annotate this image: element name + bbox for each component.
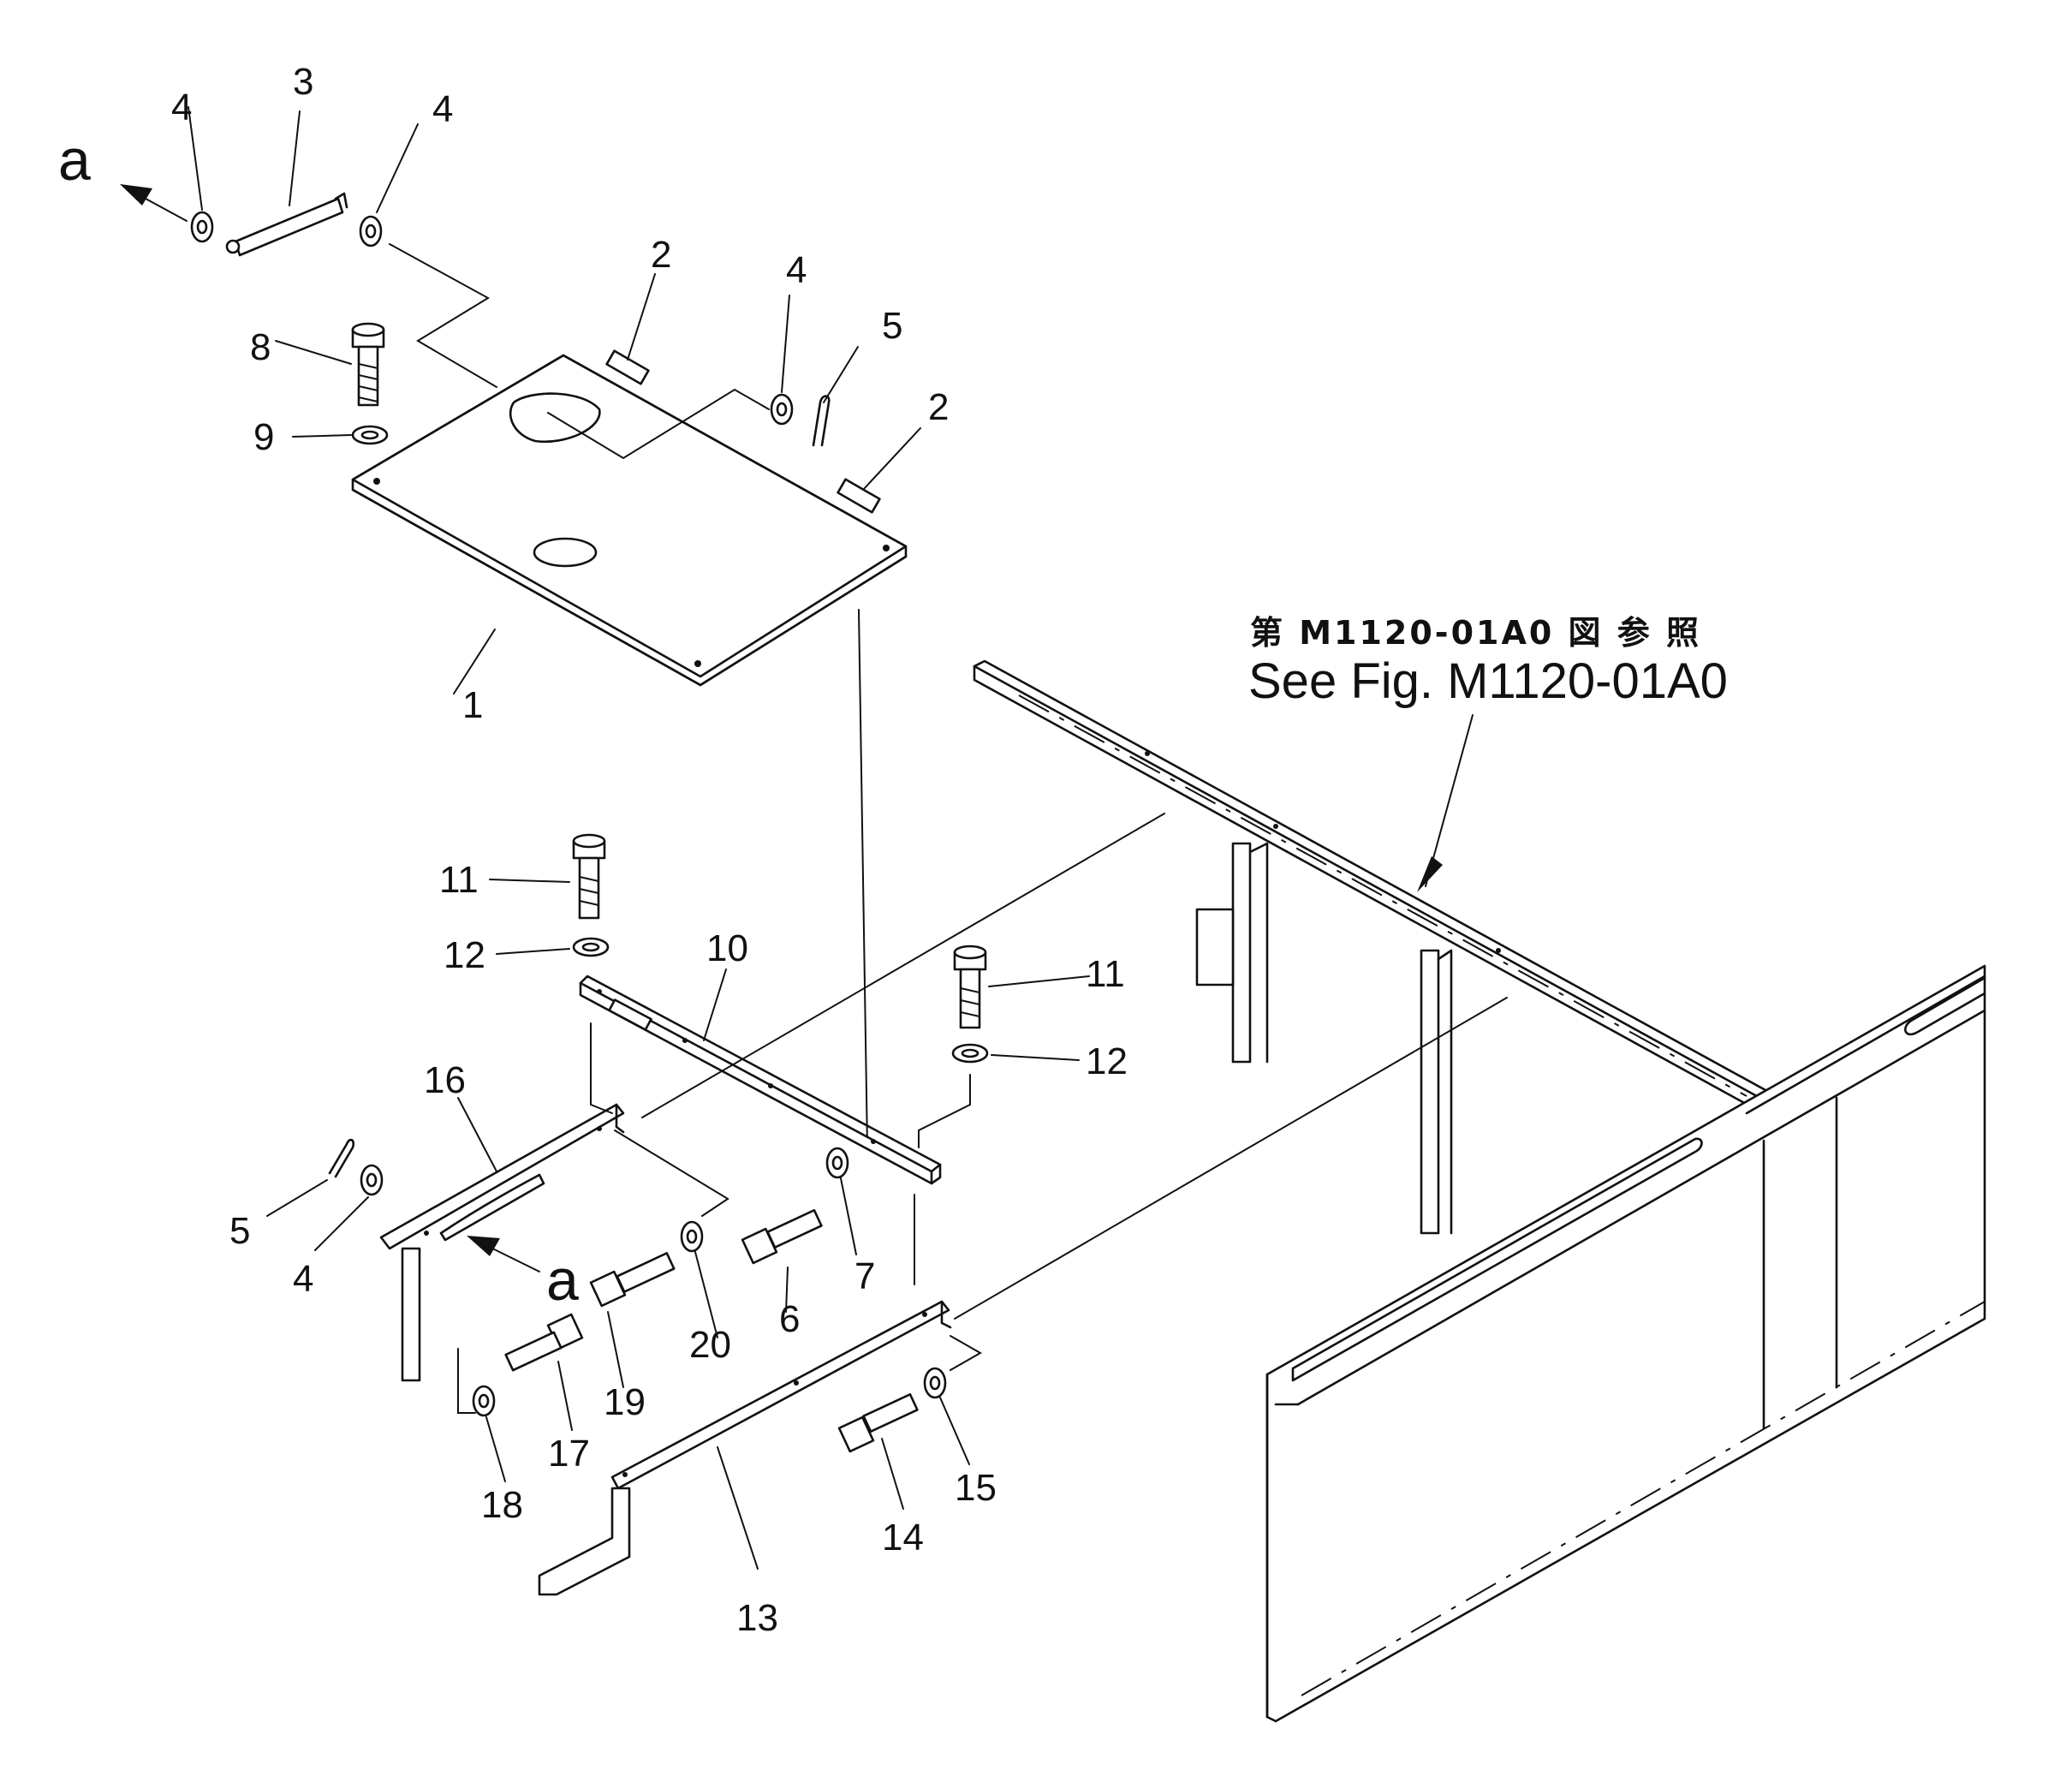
callout-16: 16 [424,1059,466,1101]
bolt-11-right [953,945,987,1029]
cotter-pin-5-upper [812,395,831,447]
bracket-10 [579,974,942,1185]
callout-12-right: 12 [1086,1040,1128,1082]
washer-20-hole [686,1229,698,1244]
washer-18-hole [478,1393,490,1409]
callout-9: 9 [253,416,274,458]
reference-arrowhead [1417,856,1443,892]
bolt-14 [837,1392,919,1453]
assembly-line-c [614,1129,729,1217]
callout-12-left: 12 [444,934,485,976]
reference-note-japanese: 第 M1120-01A0 図 参 照 [1250,614,1701,652]
cotter-pin-5-lower [328,1138,354,1178]
side-panel [1265,964,1986,1723]
washer-12-right-hole [961,1048,979,1058]
bolt-19 [589,1252,676,1308]
washer-4-top-right-hole [365,224,377,239]
callout-14: 14 [882,1517,924,1559]
callout-8: 8 [250,326,271,368]
frame-vertical-post-right [1420,949,1453,1235]
hinge-pin-upper [605,349,650,385]
washer-12-left-hole [581,942,600,952]
leader-lines [188,106,1474,1570]
washer-7-hole [831,1155,843,1171]
callout-4-lower: 4 [293,1258,313,1300]
frame-vertical-post-left [1195,842,1269,1064]
view-mark-a-bottom: a [546,1248,579,1313]
callout-4-top-right: 4 [432,88,453,130]
frame-connection-line-2 [954,997,1508,1320]
view-arrow-top [120,184,188,222]
reference-note-english: See Fig. M1120-01A0 [1248,653,1728,709]
callout-2-upper: 2 [651,234,671,276]
callout-7: 7 [854,1255,875,1297]
assembly-line-washer [547,388,770,460]
callout-3: 3 [293,61,313,103]
assembly-line-b [918,1074,971,1148]
washer-15-hole [929,1375,941,1391]
bolt-6 [741,1208,823,1265]
washer-4-lower-hole [366,1172,378,1188]
callout-15: 15 [955,1467,997,1509]
cover-plate [351,354,908,687]
callout-13: 13 [736,1597,778,1639]
view-arrow-bottom [467,1236,540,1272]
callout-4-middle: 4 [786,249,807,291]
frame-connection-line-1 [641,813,1165,1118]
callout-18: 18 [481,1484,523,1526]
view-mark-a-top: a [58,128,91,193]
bolt-8 [351,322,385,407]
assembly-line-vertical [858,609,868,1148]
bracket-13 [538,1300,952,1596]
bracket-16 [379,1103,625,1382]
callout-11-right: 11 [1086,953,1125,995]
washer-4-middle-hole [776,402,788,417]
callout-6: 6 [779,1298,800,1340]
callout-10: 10 [706,927,748,969]
assembly-line-a [590,1022,613,1114]
callout-17: 17 [548,1433,590,1475]
callout-11-left: 11 [439,859,479,901]
callout-5-upper: 5 [882,305,902,347]
callout-labels: 1 2 2 3 4 4 4 4 5 5 6 7 8 9 10 11 11 12 … [171,61,1128,1639]
bolt-17 [504,1313,584,1372]
callout-20: 20 [689,1324,731,1366]
washer-4-top-left-hole [196,219,208,235]
hinge-pin-right [837,478,881,514]
callout-4-top-left: 4 [171,86,192,128]
callout-1: 1 [462,684,483,726]
washer-9-hole [360,430,379,440]
link-part-3 [225,192,348,257]
assembly-line-f [950,1335,983,1371]
assembly-line-link [389,243,497,388]
callout-19: 19 [604,1381,646,1423]
callout-2-right: 2 [928,386,949,428]
callout-5-lower: 5 [229,1210,250,1252]
bolt-11-left [572,833,606,920]
assembly-line-d [457,1348,476,1414]
